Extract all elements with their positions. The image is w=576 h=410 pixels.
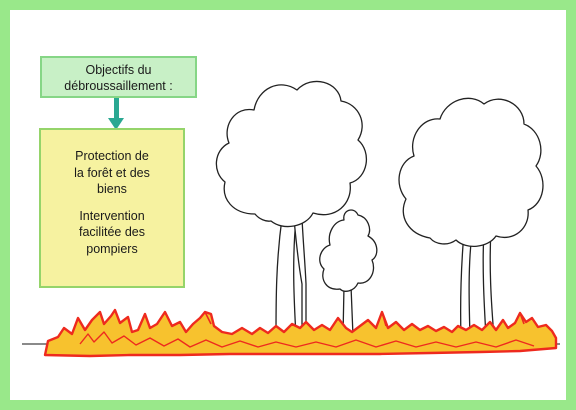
- down-arrow-icon: [108, 118, 124, 130]
- objective-line: facilitée des: [78, 225, 145, 239]
- large-tree-left-icon: [215, 80, 368, 338]
- down-arrow-shaft: [114, 98, 119, 120]
- objectives-title-line-2: débroussaillement :: [64, 79, 173, 93]
- objectives-title-line-1: Objectifs du: [85, 63, 152, 77]
- large-tree-right-icon: [398, 97, 544, 338]
- objective-item: Intervention facilitée des pompiers: [41, 208, 183, 258]
- ground-fire-icon: [43, 308, 558, 358]
- objective-line: la forêt et des: [74, 165, 150, 180]
- objective-line: pompiers: [86, 241, 138, 256]
- objective-line: Intervention: [79, 208, 145, 223]
- objectives-title-box: Objectifs du débroussaillement :: [40, 56, 197, 98]
- small-tree-icon: [319, 209, 378, 337]
- objectives-list-box: Protection de la forêt et des biens Inte…: [39, 128, 185, 288]
- objective-line: biens: [97, 182, 127, 196]
- objective-line: Protection de: [75, 149, 149, 163]
- objective-item: Protection de la forêt et des biens: [41, 148, 183, 198]
